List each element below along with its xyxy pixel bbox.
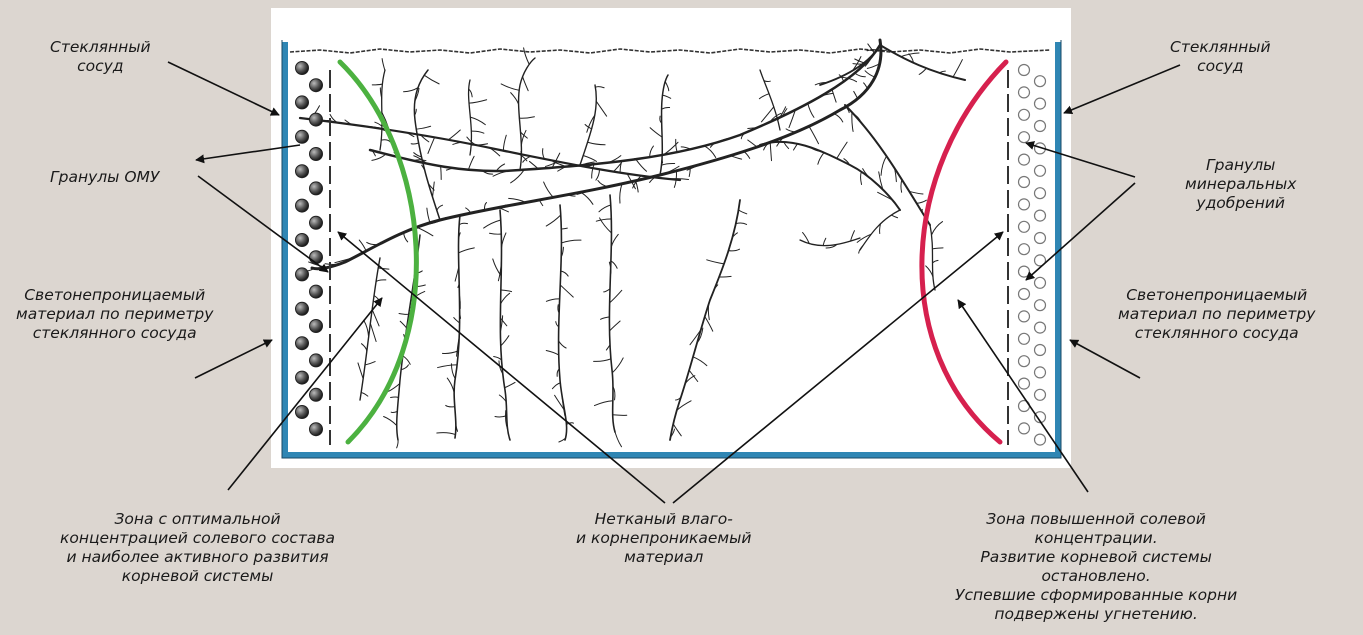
omu-granule: [310, 354, 323, 367]
label-opaque-left-line: материал по периметру: [16, 305, 213, 324]
omu-granule: [310, 285, 323, 298]
label-zone-high-salt-line: остановлено.: [955, 567, 1237, 586]
mineral-granule: [1019, 87, 1030, 98]
mineral-granule: [1035, 233, 1046, 244]
arrow-opaque-right: [1070, 340, 1140, 378]
omu-granule: [296, 165, 309, 178]
omu-granule: [310, 216, 323, 229]
mineral-granule: [1019, 378, 1030, 389]
arrow-glass-right: [1064, 65, 1180, 113]
label-glass-left-line: Стеклянный: [50, 38, 151, 57]
omu-granule: [296, 199, 309, 212]
omu-granule: [296, 371, 309, 384]
label-glass-left: Стеклянныйсосуд: [50, 38, 151, 76]
mineral-granule: [1019, 109, 1030, 120]
label-zone-high-salt-line: Успевшие сформированные корни: [955, 586, 1237, 605]
mineral-granule: [1019, 289, 1030, 300]
mineral-granule: [1019, 199, 1030, 210]
mineral-granule: [1035, 345, 1046, 356]
mineral-granule: [1035, 300, 1046, 311]
omu-granule: [296, 268, 309, 281]
root-hair: [391, 397, 399, 398]
label-granules-mineral: Гранулыминеральныхудобрений: [1185, 156, 1296, 213]
mineral-granule: [1019, 423, 1030, 434]
mineral-granule: [1019, 266, 1030, 277]
label-glass-right-line: сосуд: [1170, 57, 1271, 76]
label-opaque-right: Светонепроницаемыйматериал по периметрус…: [1118, 286, 1315, 343]
omu-granule: [296, 234, 309, 247]
label-zone-optimal: Зона с оптимальнойконцентрацией солевого…: [60, 510, 335, 586]
label-granules-mineral-line: удобрений: [1185, 194, 1296, 213]
label-granules-omu-line: Гранулы ОМУ: [50, 168, 159, 187]
label-zone-optimal-line: Зона с оптимальной: [60, 510, 335, 529]
mineral-granule: [1035, 389, 1046, 400]
label-opaque-left-line: стеклянного сосуда: [16, 324, 213, 343]
omu-granule: [310, 388, 323, 401]
label-zone-optimal-line: корневой системы: [60, 567, 335, 586]
omu-granule: [310, 320, 323, 333]
arrow-glass-left: [168, 62, 279, 115]
mineral-granule: [1035, 76, 1046, 87]
mineral-granule: [1035, 98, 1046, 109]
label-zone-high-salt-line: концентрации.: [955, 529, 1237, 548]
root-hair: [662, 151, 663, 163]
mineral-granule: [1035, 121, 1046, 132]
label-granules-mineral-line: минеральных: [1185, 175, 1296, 194]
mineral-granule: [1019, 356, 1030, 367]
label-nonwoven-line: и корнепроникаемый: [576, 529, 751, 548]
omu-granule: [310, 423, 323, 436]
arrow-opaque-left: [195, 340, 272, 378]
label-opaque-left-line: Светонепроницаемый: [16, 286, 213, 305]
mineral-granule: [1019, 311, 1030, 322]
mineral-granule: [1019, 244, 1030, 255]
omu-granule: [296, 302, 309, 315]
label-zone-optimal-line: концентрацией солевого состава: [60, 529, 335, 548]
mineral-granule: [1019, 221, 1030, 232]
omu-granule: [310, 113, 323, 126]
label-opaque-right-line: материал по периметру: [1118, 305, 1315, 324]
label-nonwoven-line: Нетканый влаго-: [576, 510, 751, 529]
label-zone-high-salt-line: Зона повышенной солевой: [955, 510, 1237, 529]
label-granules-mineral-line: Гранулы: [1185, 156, 1296, 175]
mineral-granule: [1019, 177, 1030, 188]
mineral-granule: [1035, 367, 1046, 378]
label-glass-left-line: сосуд: [50, 57, 151, 76]
omu-granule: [310, 182, 323, 195]
label-opaque-right-line: Светонепроницаемый: [1118, 286, 1315, 305]
omu-granule: [310, 79, 323, 92]
label-nonwoven-line: материал: [576, 548, 751, 567]
mineral-granule: [1035, 210, 1046, 221]
label-glass-right-line: Стеклянный: [1170, 38, 1271, 57]
mineral-granule: [1019, 333, 1030, 344]
omu-granule: [296, 130, 309, 143]
root-hair: [853, 64, 865, 65]
mineral-granule: [1019, 154, 1030, 165]
omu-granule: [310, 251, 323, 264]
mineral-granule: [1035, 434, 1046, 445]
omu-granule: [296, 406, 309, 419]
omu-granule: [296, 62, 309, 75]
mineral-granule: [1019, 132, 1030, 143]
mineral-granule: [1035, 322, 1046, 333]
mineral-granule: [1035, 165, 1046, 176]
omu-granule: [310, 148, 323, 161]
root-hair: [613, 415, 627, 416]
label-zone-high-salt-line: Развитие корневой системы: [955, 548, 1237, 567]
label-zone-high-salt: Зона повышенной солевойконцентрации.Разв…: [955, 510, 1237, 624]
omu-granule: [296, 337, 309, 350]
label-granules-omu: Гранулы ОМУ: [50, 168, 159, 187]
mineral-granule: [1035, 188, 1046, 199]
label-opaque-left: Светонепроницаемыйматериал по периметрус…: [16, 286, 213, 343]
label-zone-optimal-line: и наиболее активного развития: [60, 548, 335, 567]
omu-granule: [296, 96, 309, 109]
label-opaque-right-line: стеклянного сосуда: [1118, 324, 1315, 343]
mineral-granule: [1019, 65, 1030, 76]
label-zone-high-salt-line: подвержены угнетению.: [955, 605, 1237, 624]
mineral-granule: [1035, 277, 1046, 288]
